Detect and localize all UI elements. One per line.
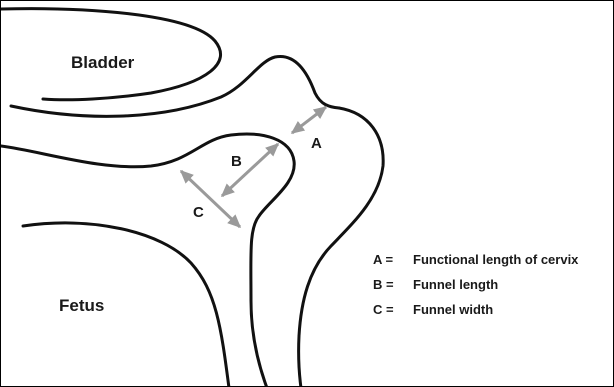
bladder-label: Bladder: [71, 53, 135, 72]
legend: A = Functional length of cervix B = Funn…: [373, 252, 579, 317]
legend-key-a: A =: [373, 252, 394, 267]
measure-b-arrow: [222, 144, 278, 196]
marker-a-label: A: [311, 135, 322, 152]
legend-key-b: B =: [373, 277, 394, 292]
legend-text-b: Funnel length: [413, 277, 498, 292]
marker-b-label: B: [231, 153, 242, 170]
legend-text-a: Functional length of cervix: [413, 252, 579, 267]
marker-c-label: C: [193, 204, 204, 221]
legend-text-c: Funnel width: [413, 302, 493, 317]
measure-c-arrow: [181, 171, 240, 227]
fetus-label: Fetus: [59, 296, 104, 315]
legend-key-c: C =: [373, 302, 394, 317]
fetus-outline: [23, 223, 229, 386]
measure-a-arrow: [292, 107, 326, 133]
